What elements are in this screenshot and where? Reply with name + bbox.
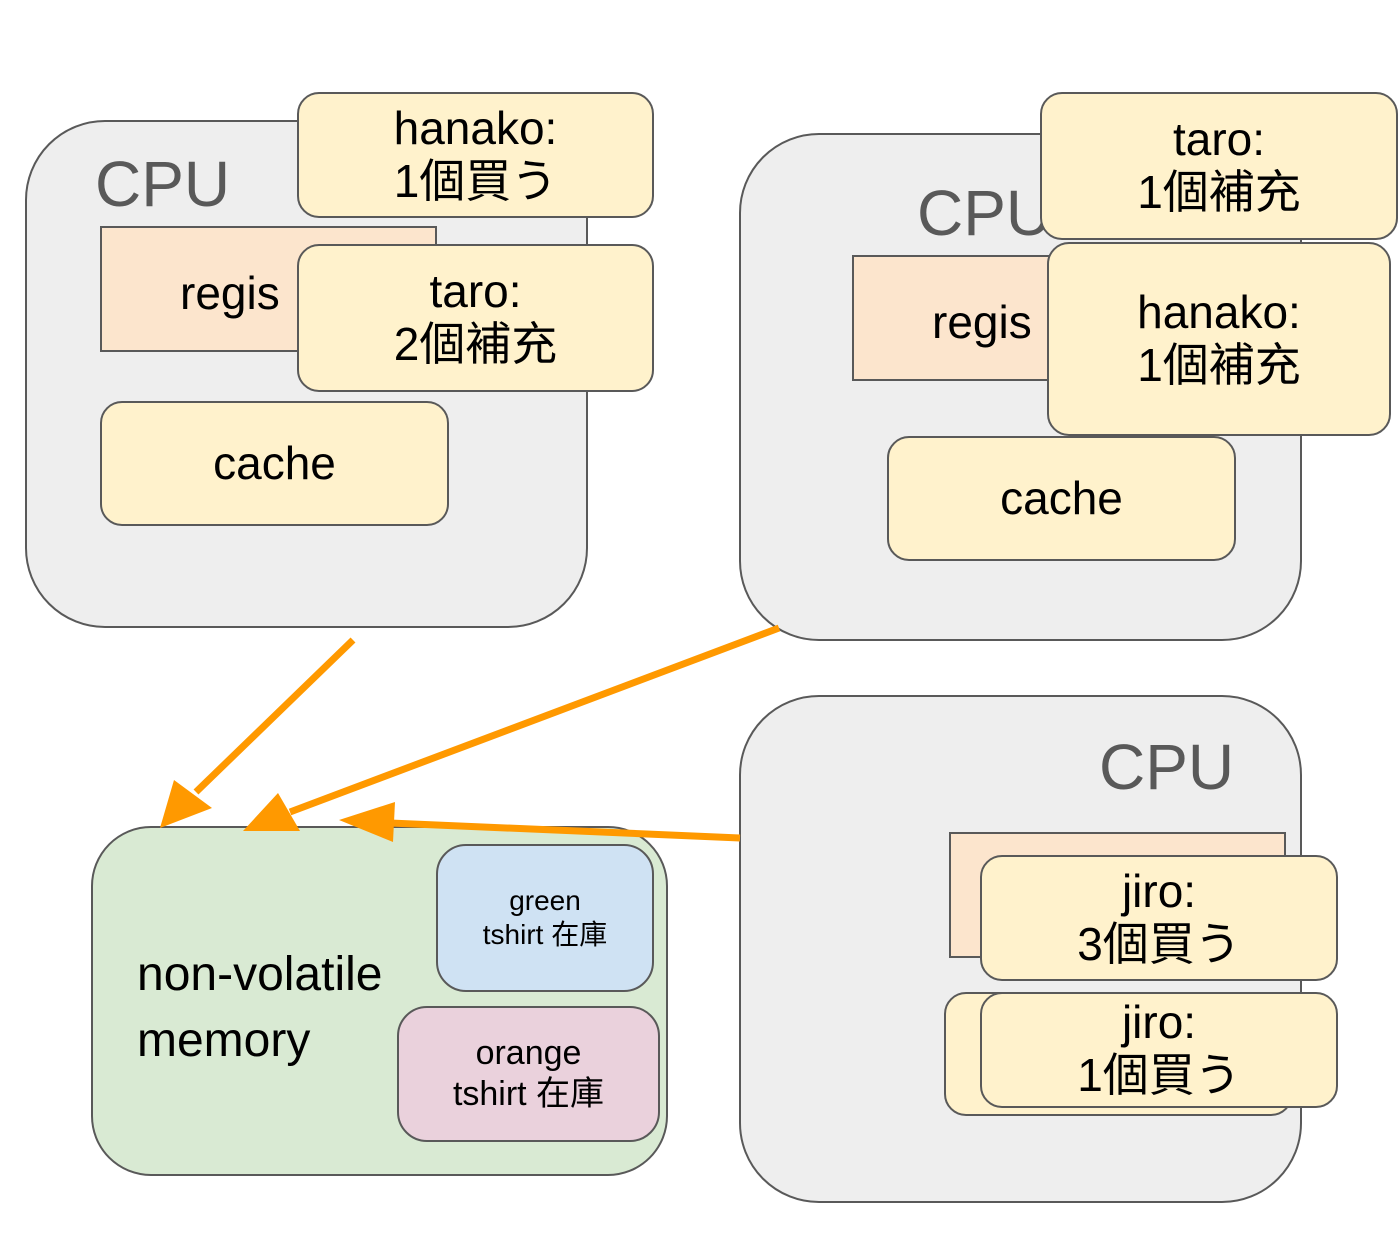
cpu-1-note-taro: taro: 2個補充: [297, 244, 654, 392]
cpu-2-note-hanako: hanako: 1個補充: [1047, 242, 1391, 436]
note-name: hanako:: [393, 102, 558, 155]
memory-label-line2: memory: [137, 1014, 311, 1067]
arrowhead-icon: [339, 802, 395, 842]
note-action: 1個買う: [1077, 1048, 1241, 1101]
note-name: jiro:: [1121, 865, 1197, 918]
cpu-2-note-taro: taro: 1個補充: [1040, 92, 1398, 240]
note-action: 3個買う: [1077, 918, 1241, 970]
arrow-cpu2-to-memory: [243, 624, 781, 831]
note-action: 1個買う: [393, 155, 558, 207]
cpu-3-note-jiro-1: jiro: 1個買う: [980, 992, 1338, 1108]
stock-line1: green: [509, 885, 581, 917]
cpu-2-label: CPU: [917, 177, 1053, 249]
note-action: 1個補充: [1137, 166, 1301, 218]
cpu-1-cache-label: cache: [213, 437, 336, 490]
cpu-3-note-jiro-3: jiro: 3個買う: [980, 855, 1338, 981]
green-tshirt-stock: green tshirt 在庫: [436, 844, 654, 992]
note-name: taro:: [429, 265, 522, 318]
cpu-2-cache-label: cache: [1000, 472, 1123, 525]
arrow-cpu1-to-memory: [160, 637, 356, 828]
stock-line2: tshirt 在庫: [482, 919, 608, 950]
cpu-2-register-label: regis: [932, 296, 1032, 348]
note-action: 2個補充: [393, 318, 558, 370]
stock-line2: tshirt 在庫: [452, 1075, 605, 1113]
orange-tshirt-stock: orange tshirt 在庫: [397, 1006, 660, 1142]
note-action: 1個補充: [1137, 339, 1301, 391]
memory-label-line1: non-volatile: [137, 948, 383, 1001]
arrow-shaft: [288, 624, 781, 816]
arrow-shaft: [193, 637, 356, 795]
memory-label: non-volatile memory: [137, 942, 382, 1074]
arrow-shaft: [389, 819, 741, 842]
note-name: hanako:: [1137, 286, 1301, 339]
cpu-3-label: CPU: [1099, 731, 1235, 803]
cpu-1-note-hanako: hanako: 1個買う: [297, 92, 654, 218]
cpu-1-register-label: regis: [180, 267, 280, 319]
note-name: jiro:: [1121, 996, 1197, 1048]
arrow-cpu3-to-memory: [339, 802, 741, 842]
cpu-2-cache: cache: [887, 436, 1236, 561]
arrowhead-icon: [160, 780, 212, 828]
cpu-1-label: CPU: [95, 148, 231, 220]
note-name: taro:: [1172, 113, 1266, 166]
arrowhead-icon: [243, 793, 300, 831]
cpu-1-cache: cache: [100, 401, 449, 526]
stock-line1: orange: [475, 1034, 582, 1073]
